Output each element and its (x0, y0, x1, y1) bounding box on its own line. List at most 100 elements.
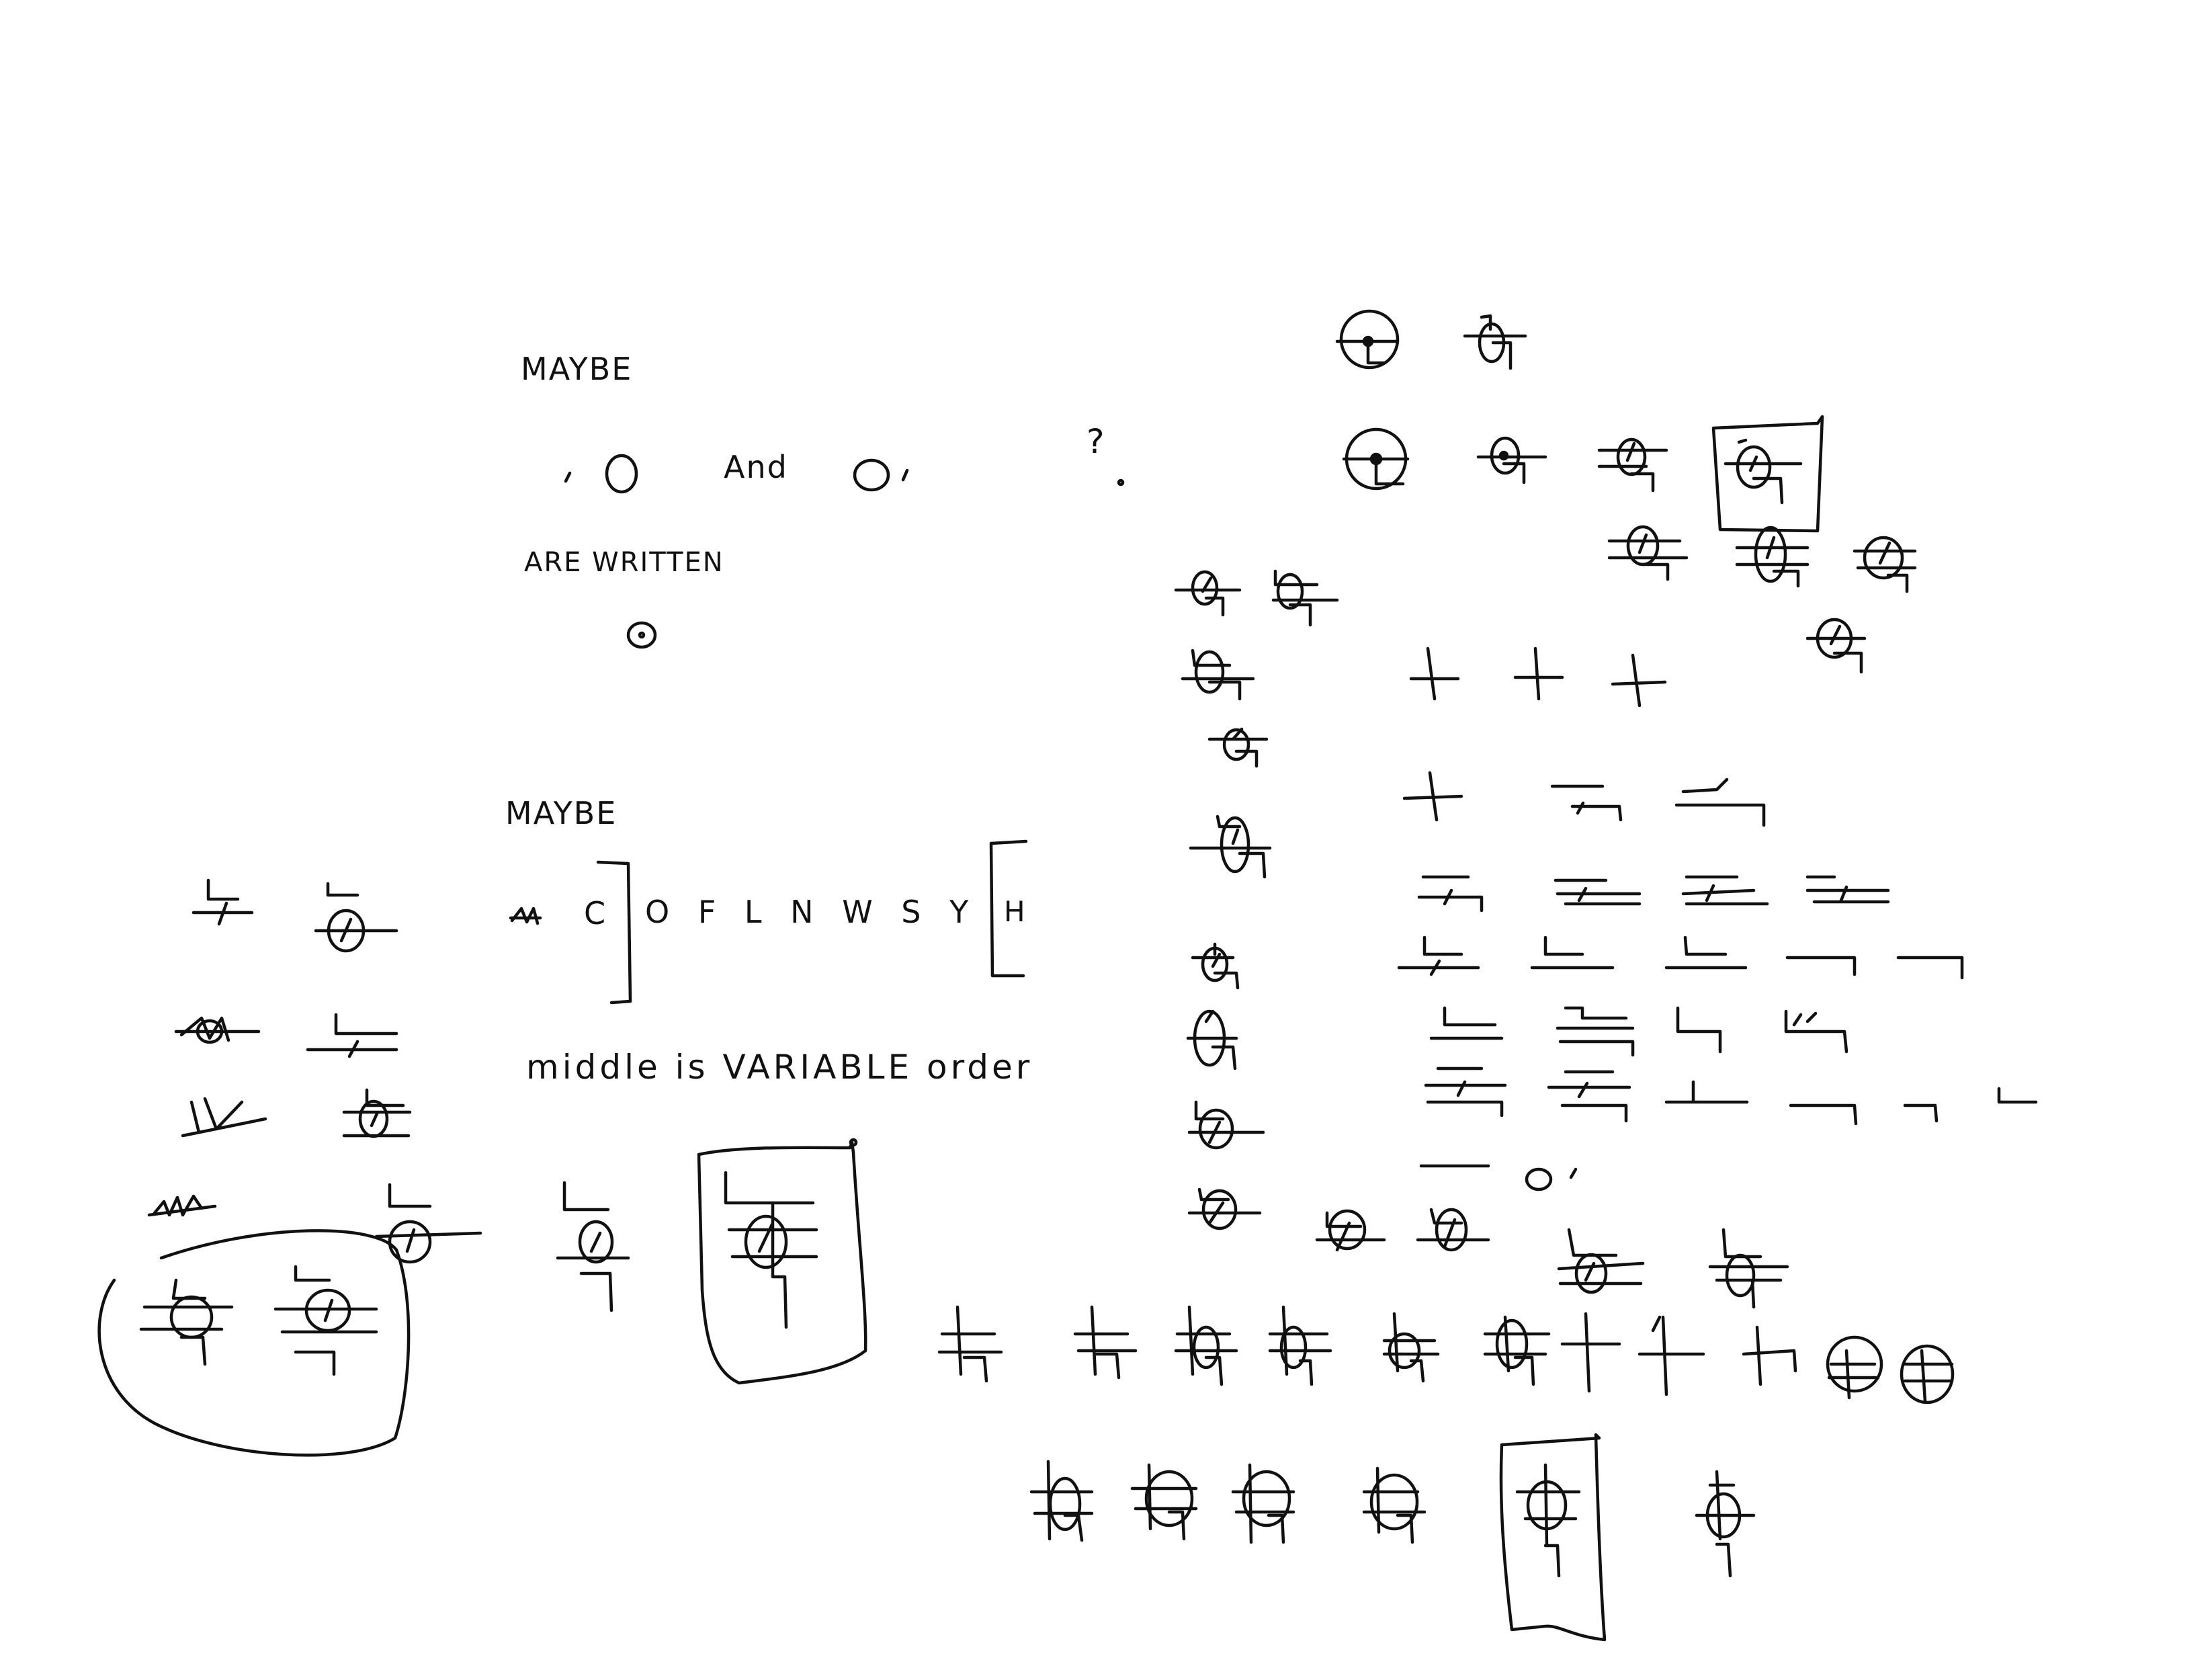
bar-glyph-r5-1 (1424, 1066, 1507, 1118)
note-are-written: ARE WRITTEN (524, 547, 724, 578)
boxed-hook-character (1724, 438, 1803, 505)
bar-glyph-r3-3 (1664, 935, 1748, 970)
glyph-row7-3 (1174, 1305, 1238, 1386)
boxed-glyph-character (724, 1171, 818, 1329)
glyph-row7-6 (1483, 1315, 1551, 1386)
comma-circle-glyph (564, 454, 638, 494)
bar-glyph-r2-1 (1417, 875, 1484, 913)
circled-dot-glyph (626, 621, 657, 649)
bar-glyph-r5-4 (1789, 1103, 1858, 1126)
left-bracket (989, 839, 1028, 978)
cross-glyph-1 (1409, 646, 1460, 701)
glyph-row7-7 (1560, 1312, 1621, 1393)
glyph-hook-slash-3 (1735, 526, 1810, 588)
glyph-col-a1 (1174, 570, 1242, 617)
bar-glyph-r5-3 (1664, 1080, 1749, 1104)
note-maybe-top: MAYBE (521, 351, 633, 387)
cross-glyph-4 (1402, 771, 1463, 822)
crossed-out-scribble-1 (174, 1016, 261, 1044)
glyph-row7-11 (1900, 1344, 1955, 1404)
bar-glyph-r3-2 (1530, 935, 1615, 970)
boxed-row8-frame[interactable] (1499, 1433, 1607, 1642)
glyph-row8-6 (1695, 1470, 1756, 1578)
note-letter-row: O F L N W S Y (645, 894, 978, 930)
glyph-col-b3 (1189, 814, 1272, 879)
grouping-loop (97, 1229, 411, 1457)
glyph-L-circle-bar (314, 882, 398, 953)
glyph-row7-9 (1742, 1325, 1797, 1386)
bar-glyph-r5-2 (1547, 1070, 1631, 1123)
bar-glyph-r3-1 (1397, 935, 1480, 976)
glyph-circle-hook-1 (139, 1278, 234, 1366)
glyph-circle-double-bar (342, 1088, 412, 1138)
glyph-row7-5 (1382, 1312, 1440, 1383)
glyph-L-double-bar (306, 1013, 398, 1058)
note-question-mark: ? (1087, 422, 1109, 461)
cross-glyph-3 (1611, 653, 1667, 708)
note-middle-variable-order: middle is VARIABLE order (526, 1048, 1033, 1087)
bar-glyph-r4-3 (1676, 1006, 1722, 1054)
bar-glyph-r5-6 (1997, 1087, 2038, 1104)
glyph-row7-10 (1826, 1335, 1883, 1400)
glyph-hook-slash-4 (1853, 536, 1917, 593)
bar-glyph-r4-4 (1784, 1009, 1848, 1054)
glyph-circle-dot-hook-1 (1335, 309, 1400, 370)
boxed-glyph-frame[interactable] (697, 1138, 867, 1385)
glyph-row8-1 (1029, 1460, 1094, 1542)
bar-glyph-r1-2 (1674, 778, 1766, 827)
boxed-row8-character (1515, 1463, 1581, 1578)
bar-glyph-r4-2 (1556, 1006, 1635, 1057)
glyph-col-b1 (1181, 648, 1255, 701)
bar-glyph-r2-2 (1554, 878, 1642, 906)
glyph-row6-2 (1416, 1208, 1490, 1252)
glyph-row8-4 (1362, 1466, 1427, 1544)
cross-glyph-2 (1513, 646, 1564, 701)
boxed-hook-frame[interactable] (1711, 415, 1824, 533)
bar-glyph-r4-1 (1429, 1006, 1504, 1040)
glyph-L-bar-slash (192, 878, 254, 926)
note-letter-h: H (1004, 895, 1029, 928)
crossed-out-scribble-3 (147, 1194, 217, 1217)
glyph-row7-4 (1268, 1305, 1332, 1386)
glyph-L-circle-hook (556, 1181, 630, 1312)
glyph-col-b5 (1186, 1009, 1238, 1070)
glyph-hook-slash-5 (1805, 618, 1867, 674)
bar-glyph-r3-4 (1785, 956, 1857, 976)
glyph-row7-2 (1073, 1305, 1138, 1380)
glyph-circle-hook-2 (273, 1265, 378, 1376)
glyph-row8-3 (1231, 1463, 1295, 1544)
note-maybe-middle: MAYBE (505, 795, 618, 831)
bar-glyph-r5-5 (1903, 1103, 1939, 1123)
glyph-col-b4 (1191, 942, 1240, 990)
glyph-col-a2 (1271, 569, 1339, 627)
glyph-row6-1 (1315, 1209, 1386, 1252)
glyph-row7-8 (1637, 1315, 1705, 1396)
glyph-L-circle-wide-bar (374, 1183, 482, 1264)
scribble-mark (509, 907, 542, 925)
glyph-circle-dot-hook-2 (1342, 427, 1410, 491)
circle-comma-glyph (853, 458, 909, 492)
note-and: And (724, 449, 788, 485)
bar-glyph-r2-4 (1805, 875, 1890, 904)
glyph-col-b2 (1207, 727, 1269, 768)
glyph-hook-dot (1476, 436, 1547, 485)
glyph-col-b7 (1187, 1187, 1262, 1230)
bar-glyph-r3-5 (1896, 956, 1964, 980)
glyph-row8-2 (1130, 1463, 1198, 1541)
note-letter-c: C (584, 895, 610, 931)
glyph-hook-slash-1 (1597, 437, 1668, 493)
dash-circle-comma (1419, 1164, 1578, 1191)
glyph-col-b6 (1187, 1100, 1265, 1150)
crossed-out-scribble-2 (181, 1097, 267, 1138)
glyph-top-hook (1463, 314, 1527, 370)
question-dot (1117, 478, 1125, 487)
glyph-row6-3 (1557, 1228, 1645, 1294)
glyph-row7-1 (937, 1305, 1003, 1383)
right-bracket (596, 860, 632, 1005)
bar-glyph-r1-1 (1550, 784, 1623, 822)
bar-glyph-r2-3 (1681, 875, 1769, 906)
glyph-row6-4 (1708, 1228, 1789, 1309)
glyph-hook-slash-2 (1607, 525, 1689, 581)
